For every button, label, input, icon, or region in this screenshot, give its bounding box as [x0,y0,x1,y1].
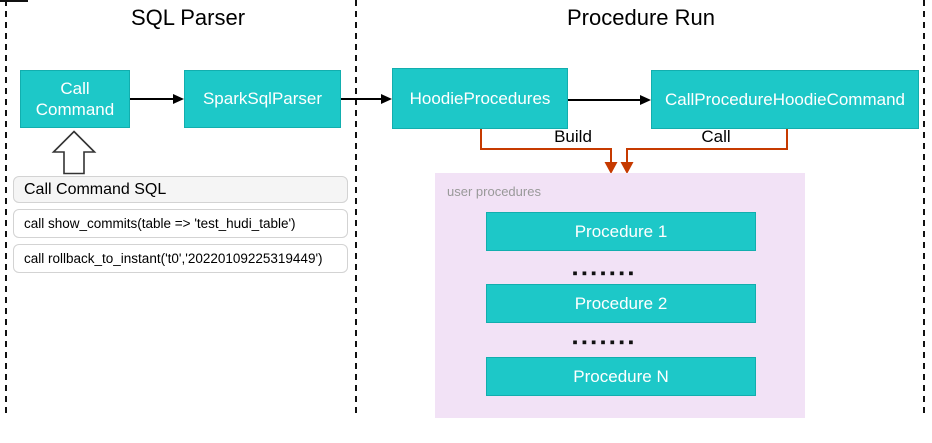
arrow-hoodieprocedures-to-callprocedure [568,95,651,105]
node-hoodie-procedures: HoodieProcedures [392,68,568,129]
procedure-box-n: Procedure N [486,357,756,396]
procedure-box-2: Procedure 2 [486,284,756,323]
arrow-callcommand-to-sparksqlparser [130,94,184,104]
section-title-procedure-run: Procedure Run [567,5,715,30]
up-block-arrow [51,130,97,175]
section-title-sql-parser: SQL Parser [130,5,246,30]
sql-table-row: call rollback_to_instant('t0','202201092… [13,244,348,273]
user-procedures-label: user procedures [447,184,541,199]
node-spark-sql-parser: SparkSqlParser [184,70,341,128]
sql-table-header: Call Command SQL [13,176,348,203]
arrow-sparksqlparser-to-hoodieprocedures [341,94,392,104]
ellipsis-separator: ▪▪▪▪▪▪▪ [572,334,638,351]
call-command-sql-table: Call Command SQL call show_commits(table… [13,176,348,273]
user-procedures-panel: user procedures Procedure 1 ▪▪▪▪▪▪▪ Proc… [435,173,805,418]
edge-label-call: Call [701,127,731,146]
ellipsis-separator: ▪▪▪▪▪▪▪ [572,265,638,282]
build-connector [480,129,618,174]
edge-label-build: Build [554,127,592,146]
node-call-procedure-hoodie-command: CallProcedureHoodieCommand [651,70,919,129]
node-call-command: Call Command [20,70,130,128]
procedure-box-1: Procedure 1 [486,212,756,251]
sql-table-row: call show_commits(table => 'test_hudi_ta… [13,209,348,238]
